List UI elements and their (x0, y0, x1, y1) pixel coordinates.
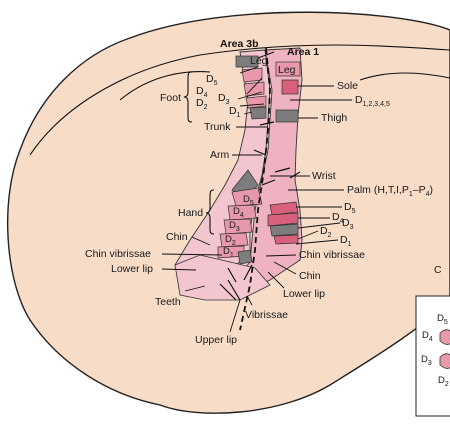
sole-label: Sole (337, 80, 358, 92)
thigh-label: Thigh (321, 112, 347, 124)
foot-label: Foot (160, 92, 181, 104)
foot-d4-patch (242, 68, 262, 82)
arm-label: Arm (210, 149, 230, 161)
leg-3b-label: Leg (250, 55, 268, 67)
area-3b-label: Area 3b (220, 38, 259, 50)
lower-lip-label-left: Lower lip (111, 263, 153, 275)
vibrissae-label: Vibrissae (245, 309, 288, 321)
teeth-label: Teeth (155, 296, 181, 308)
hand-label: Hand (178, 207, 203, 219)
upper-lip-label: Upper lip (195, 334, 237, 346)
trunk-label: Trunk (204, 121, 231, 133)
wrist-label: Wrist (312, 170, 336, 182)
area1-hand-d3 (270, 224, 298, 236)
foot-d2-patch (246, 96, 266, 108)
area1-thigh-patch (276, 110, 298, 122)
leg-1-label: Leg (278, 64, 296, 76)
panel-c-lobe-d4 (440, 330, 450, 345)
foot-d1-patch (250, 107, 266, 119)
chin-vibrissae-label-left: Chin vibrissae (85, 248, 151, 260)
area-1-label: Area 1 (287, 46, 319, 58)
chin-label-left: Chin (166, 231, 188, 243)
face-grey-patch (238, 250, 252, 264)
palm-label: Palm (H,T,I,P1–P4) (347, 184, 433, 198)
panel-c-letter: C (434, 264, 442, 276)
area1-sole-patch (282, 80, 298, 94)
panel-c-lobe-d3 (440, 354, 450, 369)
chin-vibrissae-label-right: Chin vibrissae (299, 249, 365, 261)
area1-hand-d2 (274, 235, 298, 244)
chin-label-right: Chin (299, 270, 321, 282)
lower-lip-label-right: Lower lip (283, 288, 325, 300)
